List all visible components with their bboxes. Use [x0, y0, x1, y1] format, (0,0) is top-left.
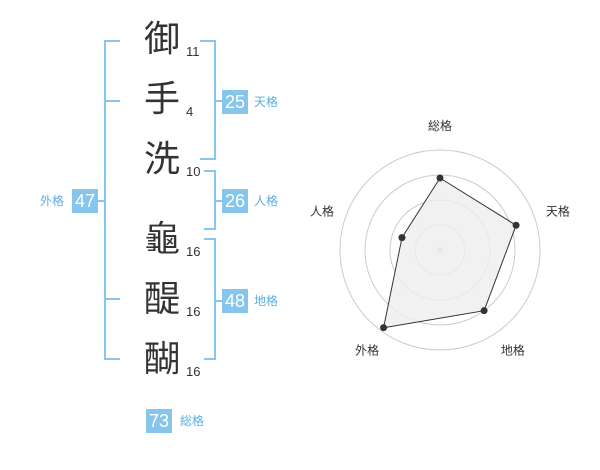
chikaku-label: 地格	[254, 294, 279, 308]
stroke-count-4: 16	[186, 244, 201, 259]
radar-axis-label-1: 総格	[428, 118, 452, 133]
radar-axis-label-4: 外格	[355, 342, 379, 357]
stroke-count-1: 11	[186, 44, 200, 59]
soukaku-label: 総格	[180, 414, 205, 428]
stroke-count-5: 16	[186, 304, 201, 319]
name-char-3: 洗	[143, 139, 180, 180]
radar-series-area	[382, 177, 517, 329]
jinkaku-label: 人格	[254, 194, 279, 208]
name-char-5: 醍	[143, 279, 180, 320]
radar-axis-label-2: 天格	[546, 204, 570, 219]
radar-grid-ring	[339, 149, 541, 351]
gaikaku-score: 47	[72, 189, 98, 213]
name-char-2: 手	[143, 79, 180, 120]
radar-point-3	[480, 307, 488, 315]
stroke-count-3: 10	[186, 164, 201, 179]
name-char-4: 龜	[143, 219, 180, 260]
radar-axis-label-5: 人格	[310, 204, 334, 219]
jinkaku-score: 26	[222, 189, 248, 213]
name-char-6: 醐	[143, 339, 180, 380]
radar-point-4	[380, 324, 388, 332]
radar-axis-label-3: 地格	[501, 342, 525, 357]
gaikaku-label: 外格	[40, 194, 65, 208]
tenkaku-label: 天格	[254, 95, 279, 109]
stroke-count-2: 4	[186, 104, 194, 119]
chikaku-score: 48	[222, 289, 248, 313]
name-char-1: 御	[143, 19, 180, 60]
radar-point-5	[398, 234, 406, 242]
tenkaku-score: 25	[222, 90, 248, 114]
stroke-count-6: 16	[186, 364, 201, 379]
radar-point-1	[436, 174, 444, 182]
soukaku-score: 73	[146, 409, 172, 433]
radar-point-2	[512, 221, 520, 229]
